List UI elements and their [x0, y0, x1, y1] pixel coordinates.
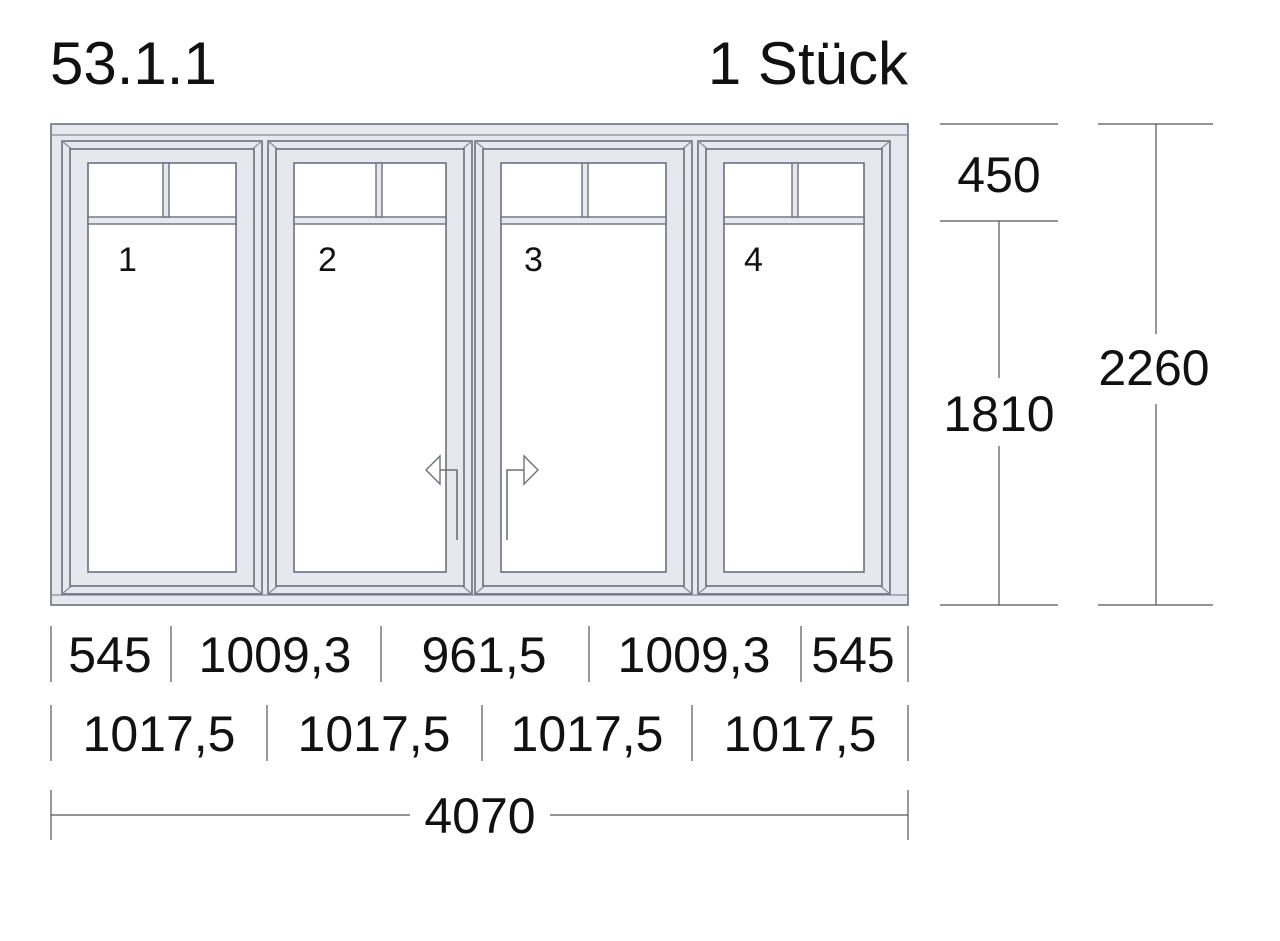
width-segment-4: 1009,3 [618, 627, 771, 683]
width-segment-1: 545 [68, 627, 151, 683]
pane-label-1: 1 [118, 241, 137, 279]
width-segment-3: 961,5 [421, 627, 546, 683]
sash-width-4: 1017,5 [724, 706, 877, 762]
slide-right-arrow-icon [506, 454, 539, 540]
sash-3 [474, 140, 693, 595]
width-segment-2: 1009,3 [199, 627, 352, 683]
pane-label-4: 4 [744, 241, 763, 279]
dimension-row-total [50, 790, 909, 840]
sash-width-3: 1017,5 [511, 706, 664, 762]
pane-label-2: 2 [318, 241, 337, 279]
sash-1 [61, 140, 263, 595]
position-number: 53.1.1 [50, 30, 217, 97]
slide-left-arrow-icon [425, 454, 458, 540]
sash-2 [267, 140, 473, 595]
sash-4 [697, 140, 891, 595]
dimension-row-1: 545 1009,3 961,5 1009,3 545 [50, 626, 909, 683]
vertical-dim-bottom: 1810 [943, 386, 1054, 442]
width-segment-5: 545 [811, 627, 894, 683]
total-width: 4070 [424, 788, 535, 844]
sashes [61, 140, 891, 595]
pane-label-3: 3 [524, 241, 543, 279]
quantity-label: 1 Stück [708, 30, 909, 97]
dimension-row-2: 1017,5 1017,5 1017,5 1017,5 [50, 705, 909, 762]
sash-width-2: 1017,5 [298, 706, 451, 762]
vertical-dimension-parts [940, 123, 1058, 606]
vertical-dimension-total [1098, 123, 1213, 606]
sash-width-1: 1017,5 [83, 706, 236, 762]
vertical-dim-total: 2260 [1098, 340, 1209, 396]
vertical-dim-top: 450 [957, 147, 1040, 203]
